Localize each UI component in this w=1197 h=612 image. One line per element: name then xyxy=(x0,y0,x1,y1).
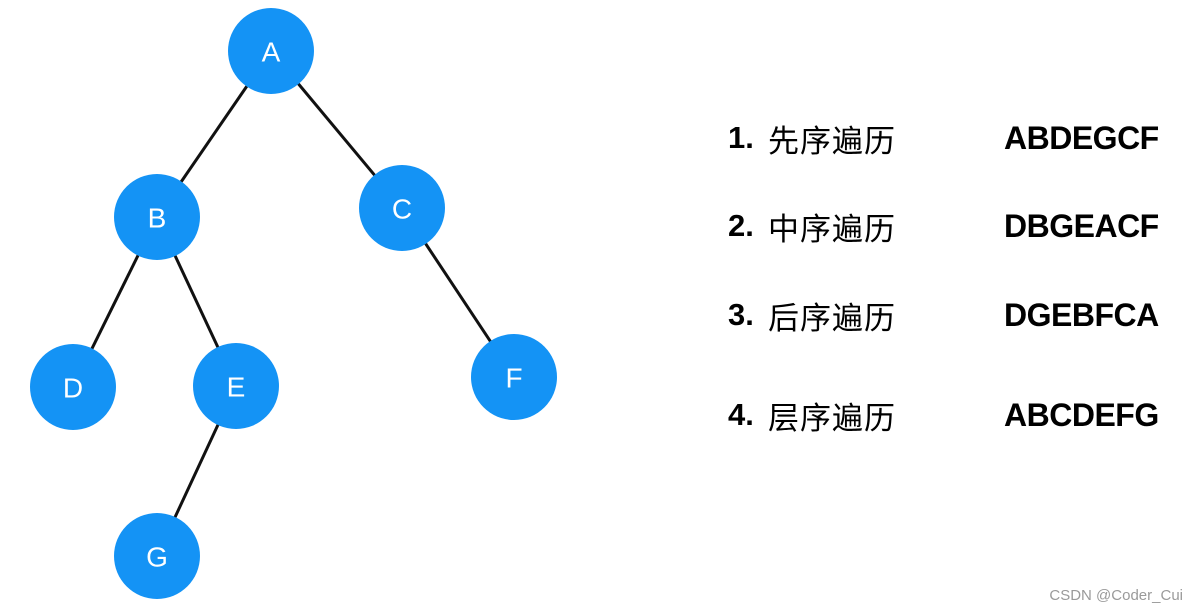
node-circle xyxy=(114,174,200,260)
node-circle xyxy=(471,334,557,420)
traversal-row-preorder: 1. 先序遍历 ABDEGCF xyxy=(728,116,1188,160)
traversal-number: 2. xyxy=(728,208,754,243)
node-circle xyxy=(30,344,116,430)
traversal-name: 层序遍历 xyxy=(768,400,896,437)
traversal-name: 后序遍历 xyxy=(768,300,896,337)
node-label: F xyxy=(505,363,522,394)
traversal-name: 先序遍历 xyxy=(768,123,896,160)
tree-edges xyxy=(71,50,516,557)
node-label: A xyxy=(262,37,281,68)
traversal-number: 4. xyxy=(728,397,754,432)
node-label: B xyxy=(148,203,167,234)
traversal-row-postorder: 3. 后序遍历 DGEBFCA xyxy=(728,293,1188,337)
tree-nodes: A B C D E F G xyxy=(30,8,557,599)
node-b: B xyxy=(114,174,200,260)
traversal-sequence: DBGEACF xyxy=(1004,207,1159,244)
traversal-sequence: ABDEGCF xyxy=(1004,119,1159,156)
node-label: E xyxy=(227,372,246,403)
watermark: CSDN @Coder_Cui xyxy=(1049,587,1183,604)
node-circle xyxy=(228,8,314,94)
traversal-number: 1. xyxy=(728,120,754,155)
node-label: C xyxy=(392,194,412,225)
traversal-name: 中序遍历 xyxy=(768,211,896,248)
node-c: C xyxy=(359,165,445,251)
traversal-row-inorder: 2. 中序遍历 DBGEACF xyxy=(728,204,1188,248)
node-d: D xyxy=(30,344,116,430)
binary-tree-diagram: A B C D E F G xyxy=(30,8,557,599)
node-f: F xyxy=(471,334,557,420)
traversal-number: 3. xyxy=(728,297,754,332)
traversal-sequence: DGEBFCA xyxy=(1004,296,1159,333)
node-g: G xyxy=(114,513,200,599)
traversal-row-levelorder: 4. 层序遍历 ABCDEFG xyxy=(728,393,1188,437)
node-a: A xyxy=(228,8,314,94)
node-circle xyxy=(359,165,445,251)
node-circle xyxy=(193,343,279,429)
node-circle xyxy=(114,513,200,599)
traversal-sequence: ABCDEFG xyxy=(1004,396,1159,433)
node-label: D xyxy=(63,373,83,404)
node-label: G xyxy=(146,542,168,573)
node-e: E xyxy=(193,343,279,429)
